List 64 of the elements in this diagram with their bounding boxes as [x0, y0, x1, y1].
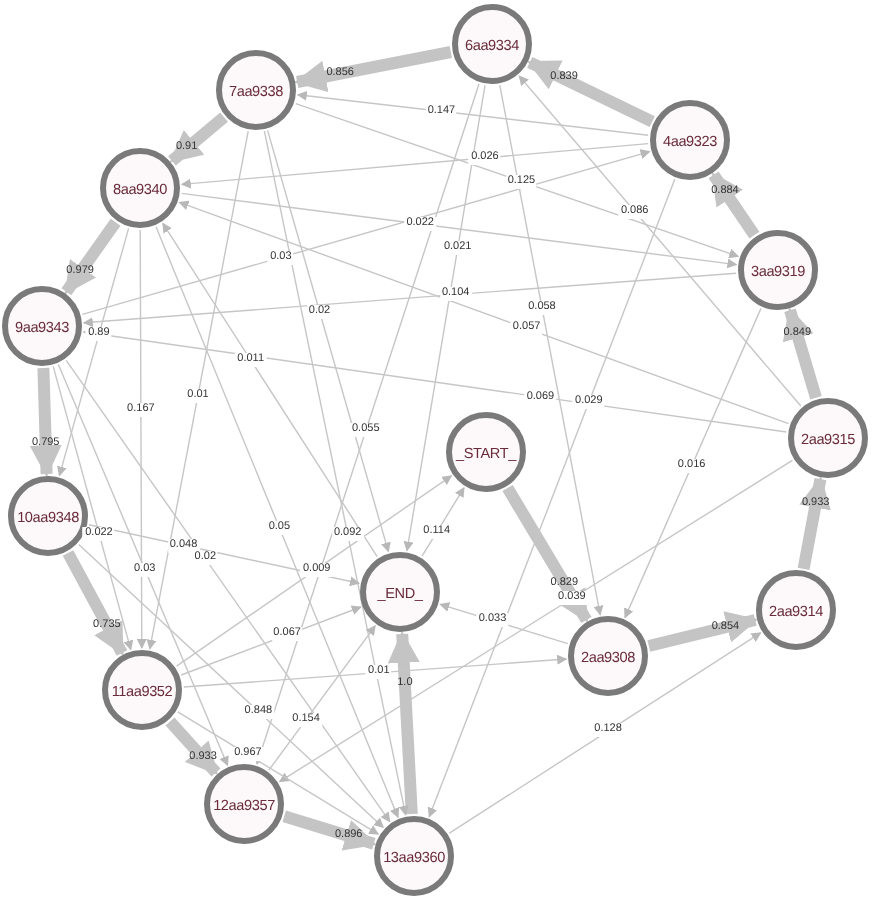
state-circle [374, 816, 454, 896]
arrow [295, 102, 740, 259]
arrow [180, 142, 649, 189]
arrow [65, 359, 391, 823]
arrow [136, 229, 147, 649]
arrow [146, 130, 249, 650]
thick-arrow [29, 367, 62, 478]
thick-arrow [61, 218, 121, 296]
arrow [82, 328, 788, 433]
arrow [278, 459, 794, 783]
arrow [255, 83, 480, 765]
arrow [183, 654, 568, 688]
thick-arrow [782, 307, 822, 400]
arrow [296, 90, 649, 136]
arrow [81, 149, 651, 316]
thick-arrow [168, 112, 228, 166]
state-circle [8, 476, 88, 556]
arrow [177, 711, 380, 835]
state-circle [452, 4, 532, 84]
state-circle [568, 616, 648, 696]
arrow [439, 602, 569, 645]
arrow [78, 543, 384, 829]
thick-arrow [294, 46, 452, 93]
arrow [82, 272, 737, 328]
thick-arrow [387, 630, 420, 815]
thick-arrow [502, 484, 592, 624]
thick-arrow [165, 717, 221, 777]
thick-arrow [282, 810, 377, 851]
arrow [178, 200, 790, 425]
state-circle [738, 230, 818, 310]
thick-arrow [708, 171, 760, 239]
arrow [52, 365, 134, 651]
arrow [175, 475, 453, 667]
thick-arrow [647, 611, 759, 652]
state-circle [2, 286, 82, 366]
arrow [268, 625, 376, 771]
arrow [499, 84, 604, 616]
arrow [263, 130, 409, 816]
arrow [624, 307, 762, 619]
thick-arrow [526, 57, 655, 127]
arrow [421, 486, 465, 557]
arrow [180, 605, 362, 676]
state-circle [788, 398, 868, 478]
state-circle [756, 570, 836, 650]
state-circle [102, 650, 182, 730]
arrow [57, 363, 229, 767]
arrow [403, 84, 486, 552]
state-circle [446, 412, 526, 492]
arrow [162, 222, 378, 558]
arrow [88, 524, 360, 587]
state-circle [360, 552, 440, 632]
arrow [266, 129, 391, 553]
arrow [448, 632, 762, 834]
thick-arrow [797, 476, 831, 570]
state-circle [216, 50, 296, 130]
thick-arrow [62, 550, 128, 656]
arrow [180, 192, 738, 269]
arrow [57, 227, 130, 477]
arrow [427, 178, 676, 818]
state-circle [100, 148, 180, 228]
arrow [518, 75, 802, 407]
arrow [155, 226, 400, 819]
state-circle [204, 764, 284, 844]
state-circle [650, 100, 730, 180]
